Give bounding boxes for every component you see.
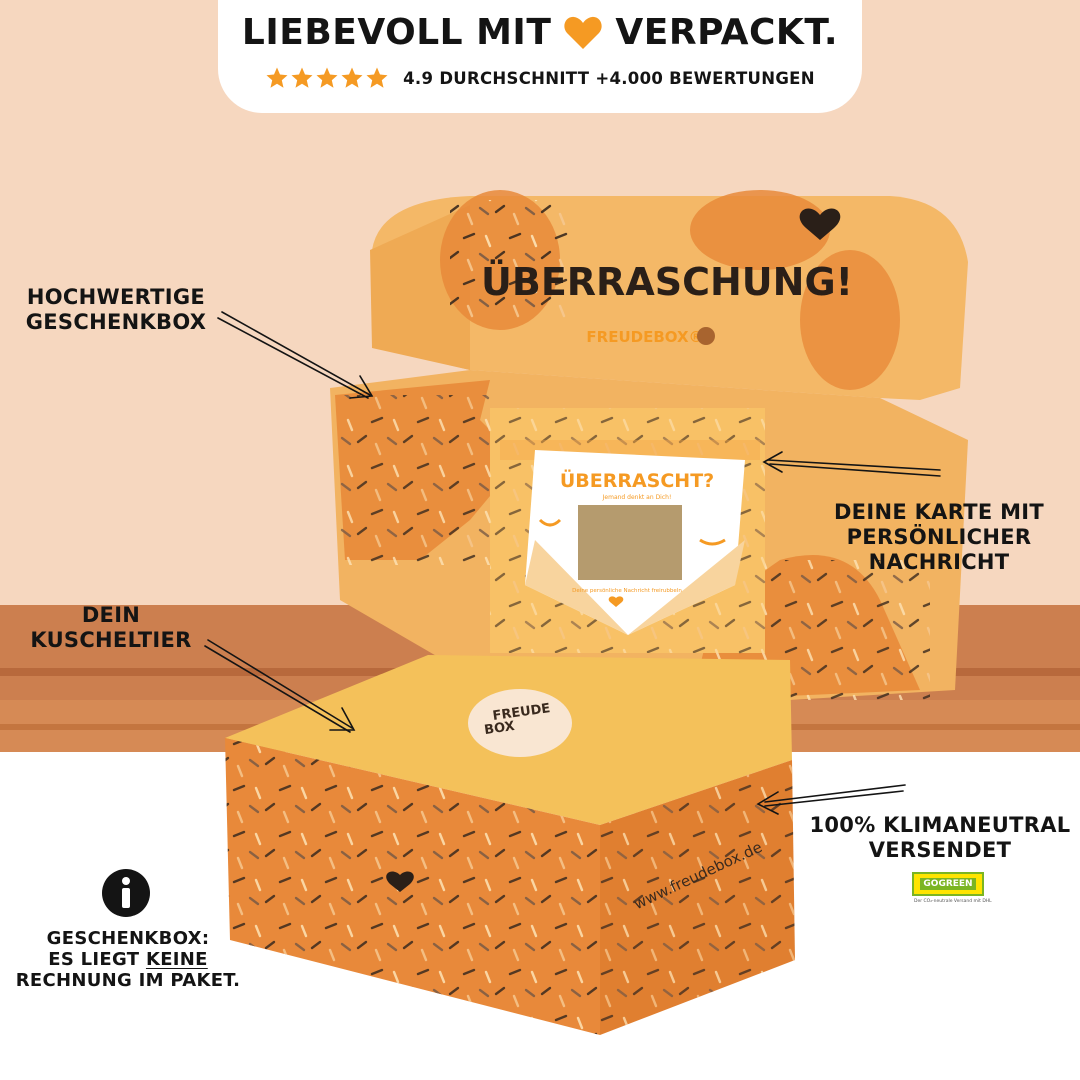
label-personal-card: DEINE KARTE MIT PERSÖNLICHER NACHRICHT	[820, 500, 1058, 574]
label-line: DEINE KARTE MIT	[833, 500, 1045, 524]
sticker-text: BOX	[483, 719, 515, 738]
label-emphasis: KEINE	[145, 949, 208, 971]
info-icon	[102, 869, 150, 917]
gogreen-logo: GOGREEN	[912, 872, 984, 896]
banner-title-left: LIEBEVOLL MIT	[241, 12, 552, 53]
gogreen-logo-text: GOGREEN	[920, 878, 976, 890]
label-line: DEIN	[81, 603, 141, 627]
label-climate-neutral: 100% KLIMANEUTRAL VERSENDET	[800, 813, 1080, 863]
star-icon	[266, 67, 288, 88]
heart-icon	[564, 16, 603, 49]
lid-heading: ÜBERRASCHUNG!	[481, 260, 853, 304]
label-line: KUSCHELTIER	[30, 627, 192, 652]
label-line: PERSÖNLICHER	[846, 524, 1032, 549]
label-line: RECHNUNG IM PAKET.	[15, 970, 241, 992]
star-icon	[341, 67, 363, 88]
label-line: GESCHENKBOX:	[46, 928, 210, 949]
rating-banner: LIEBEVOLL MIT VERPACKT. 4.9 DURCHSCHNITT…	[218, 0, 862, 113]
star-icon	[366, 67, 388, 88]
banner-title-right: VERPACKT.	[615, 12, 839, 53]
label-text: ES LIEGT	[48, 949, 140, 971]
label-plush-toy: DEIN KUSCHELTIER	[16, 603, 206, 653]
banner-title: LIEBEVOLL MIT VERPACKT.	[218, 12, 862, 53]
lid-brand: FREUDEBOX®	[586, 328, 703, 346]
card-footer: Deine persönliche Nachricht freirubbeln	[572, 588, 682, 594]
label-line: ES LIEGT KEINE	[10, 949, 246, 970]
gogreen-badge: GOGREEN Der CO₂-neutrale Versand mit DHL	[912, 872, 992, 912]
label-line: VERSENDET	[868, 837, 1012, 862]
label-line: GESCHENKBOX	[25, 309, 207, 334]
star-rating	[265, 66, 389, 90]
gogreen-caption: Der CO₂-neutrale Versand mit DHL	[914, 899, 992, 904]
rating-text: 4.9 DURCHSCHNITT +4.000 BEWERTUNGEN	[403, 68, 815, 88]
label-no-invoice-note: GESCHENKBOX: ES LIEGT KEINE RECHNUNG IM …	[10, 928, 246, 992]
card-heading: ÜBERRASCHT?	[560, 468, 714, 492]
label-line: NACHRICHT	[868, 549, 1010, 574]
card-subheading: Jemand denkt an Dich!	[602, 494, 672, 501]
label-premium-giftbox: HOCHWERTIGE GESCHENKBOX	[16, 285, 216, 335]
star-icon	[291, 67, 313, 88]
label-line: HOCHWERTIGE	[26, 285, 206, 309]
label-line: 100% KLIMANEUTRAL	[809, 813, 1071, 837]
rating-row: 4.9 DURCHSCHNITT +4.000 BEWERTUNGEN	[218, 66, 862, 90]
star-icon	[316, 67, 338, 88]
